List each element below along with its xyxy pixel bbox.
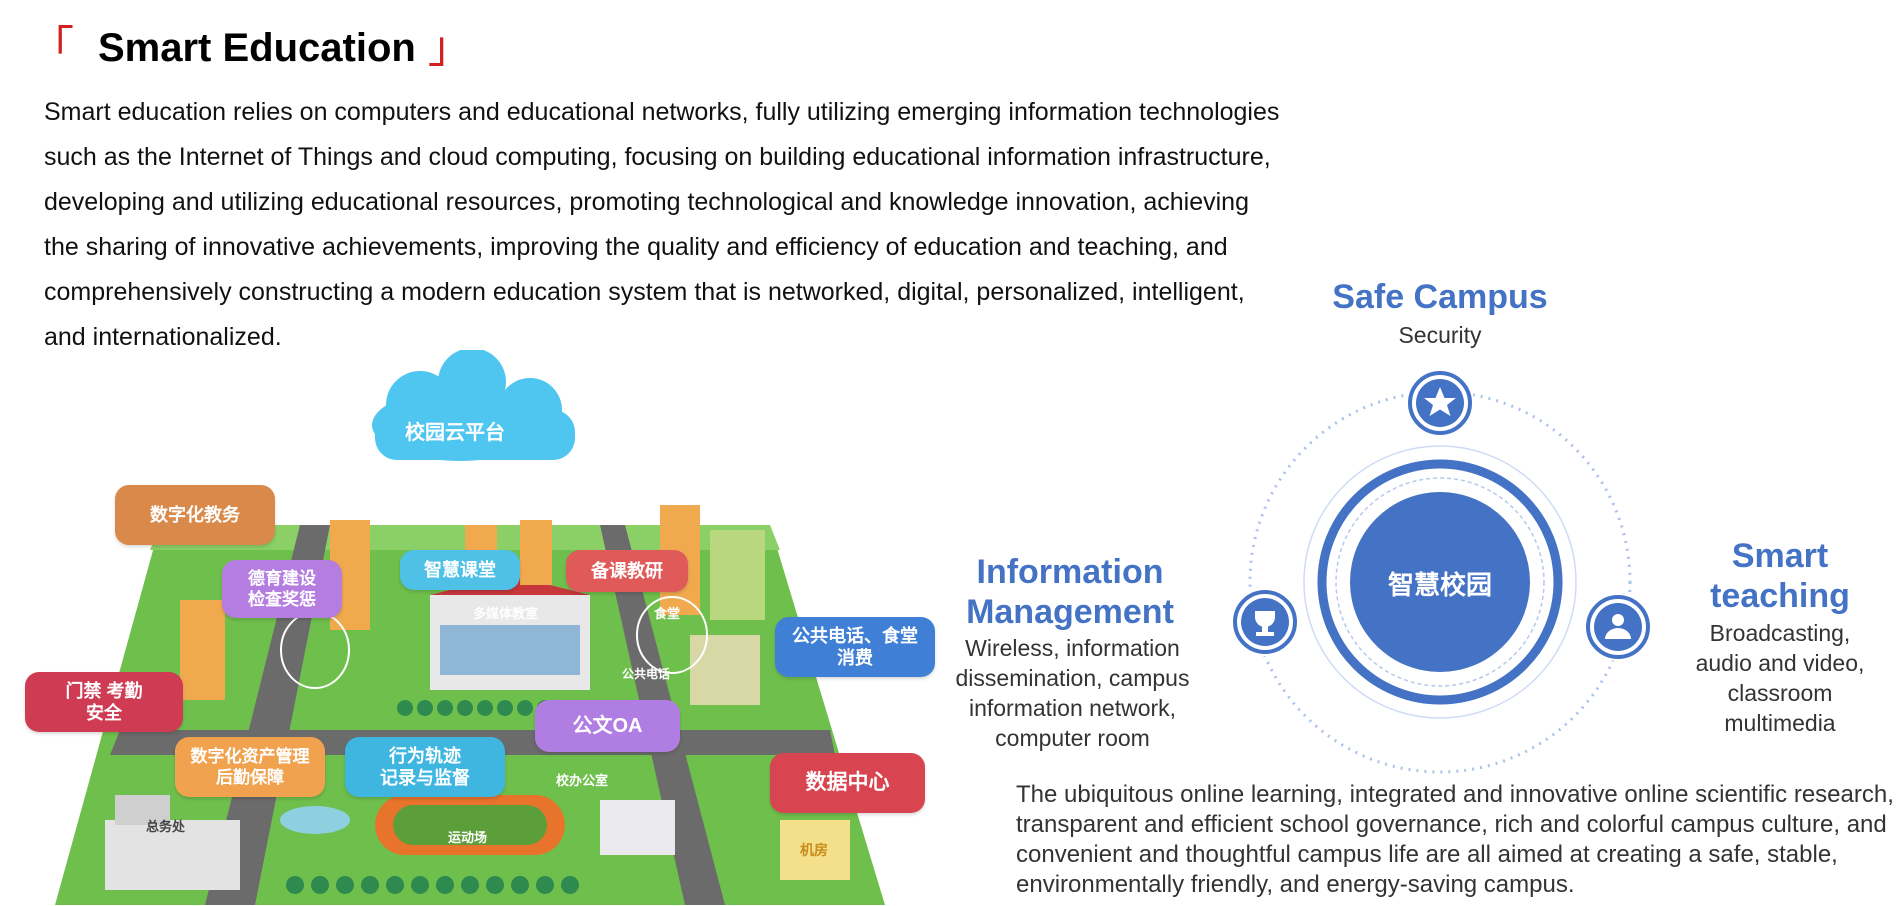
label-access-control: 门禁 考勤 安全 [25,672,183,732]
cloud-platform-label: 校园云平台 [405,422,505,444]
label-sports-field: 运动场 [448,830,488,845]
label-oa: 公文OA [535,700,680,752]
label-server-room: 机房 [800,842,828,858]
cloud-shape [372,350,575,461]
title-bracket-open: 「 [30,23,74,72]
smart-teaching-title: Smart teaching [1710,537,1850,615]
label-multimedia-room: 多媒体教室 [473,606,539,621]
label-canteen: 食堂 [654,606,681,621]
label-lesson-prep: 备课教研 [566,550,688,592]
label-digital-assets: 数字化资产管理 后勤保障 [175,737,325,797]
label-moral-education: 德育建设 检查奖惩 [222,560,342,618]
user-icon [1584,593,1652,661]
star-icon [1406,369,1474,437]
smart-campus-diagram [1231,369,1652,774]
label-general-office: 总务处 [146,819,186,834]
title-bracket-close: 」 [427,23,472,72]
page-header: 「 Smart Education 」 [30,20,472,76]
label-public-phone: 公共电话 [622,667,671,681]
label-behavior-tracking: 行为轨迹 记录与监督 [345,737,505,797]
label-digital-teaching: 数字化教务 [115,485,275,545]
intro-paragraph: Smart education relies on computers and … [44,98,1280,351]
bottom-paragraph: The ubiquitous online learning, integrat… [1016,781,1894,898]
info-management-subtitle: Wireless, information dissemination, cam… [955,635,1190,751]
smart-teaching-subtitle: Broadcasting, audio and video, classroom… [1695,620,1865,736]
center-label: 智慧校园 [1387,570,1492,600]
label-school-office: 校办公室 [556,773,609,788]
trophy-icon [1231,588,1299,656]
safe-campus-title: Safe Campus [1332,278,1548,316]
info-management-title: Information Management [966,553,1174,631]
page-title: Smart Education [98,25,416,70]
label-public-phone-canteen: 公共电话、食堂 消费 [775,617,935,677]
label-smart-classroom: 智慧课堂 [400,550,520,590]
label-data-center: 数据中心 [770,753,925,813]
safe-campus-subtitle: Security [1398,322,1482,348]
